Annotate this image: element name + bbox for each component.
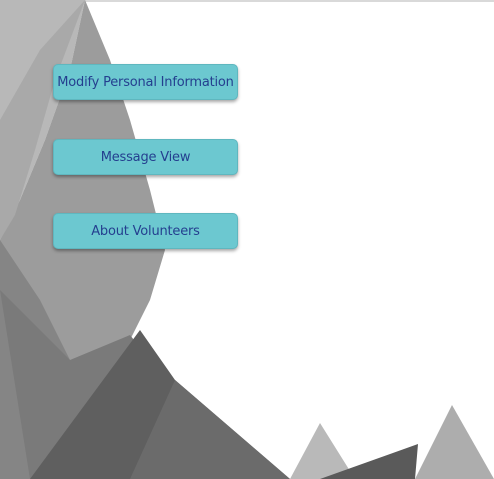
mountain-shape <box>415 405 494 479</box>
top-divider <box>0 0 494 2</box>
mountain-shape <box>320 444 418 479</box>
mountain-shape <box>290 423 355 479</box>
message-view-button[interactable]: Message View <box>53 139 238 175</box>
mountain-shape <box>130 380 290 479</box>
modify-personal-information-button[interactable]: Modify Personal Information <box>53 64 238 100</box>
mountain-shape <box>0 0 85 240</box>
mountain-shape <box>0 0 165 360</box>
about-volunteers-button[interactable]: About Volunteers <box>53 213 238 249</box>
